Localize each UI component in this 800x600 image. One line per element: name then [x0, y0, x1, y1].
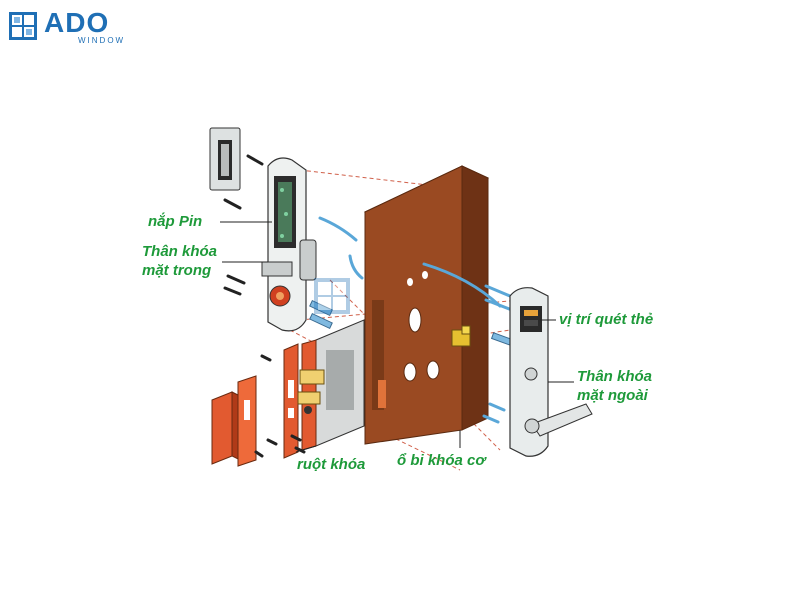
inner-body-label-line1: Thân khóa	[142, 243, 218, 260]
faceplate	[283, 343, 299, 459]
mechanical-cylinder	[451, 325, 471, 347]
outer-lock-body	[509, 287, 593, 457]
strike-plate	[211, 375, 257, 467]
outer-body-label-line1: Thân khóa	[577, 368, 653, 385]
window-logo-icon	[9, 12, 37, 40]
inner-lock-body	[261, 157, 317, 332]
ado-logo: ADO WINDOW	[8, 7, 138, 45]
inner-body-label-line2: mặt trong	[142, 262, 212, 279]
outer-body-label-line2: mặt ngoài	[577, 387, 648, 404]
leader-lines	[220, 221, 574, 453]
door-block	[363, 165, 490, 445]
battery-cover-label: nắp Pin	[148, 213, 203, 230]
battery-cover-plate	[209, 127, 241, 191]
mortise-lock-core	[297, 319, 365, 451]
cables	[318, 216, 514, 424]
watermark-logo-icon	[314, 278, 350, 314]
brand-tagline: WINDOW	[78, 36, 126, 45]
lock-core-label: ruột khóa	[297, 456, 366, 473]
brand-name: ADO	[44, 7, 110, 38]
screws-bottom	[254, 354, 306, 458]
card-position-label: vị trí quét thẻ	[559, 311, 654, 328]
spindle-rods	[309, 299, 514, 346]
screws-top	[223, 154, 264, 296]
mechanical-cylinder-label: ổ bi khóa cơ	[397, 452, 486, 469]
